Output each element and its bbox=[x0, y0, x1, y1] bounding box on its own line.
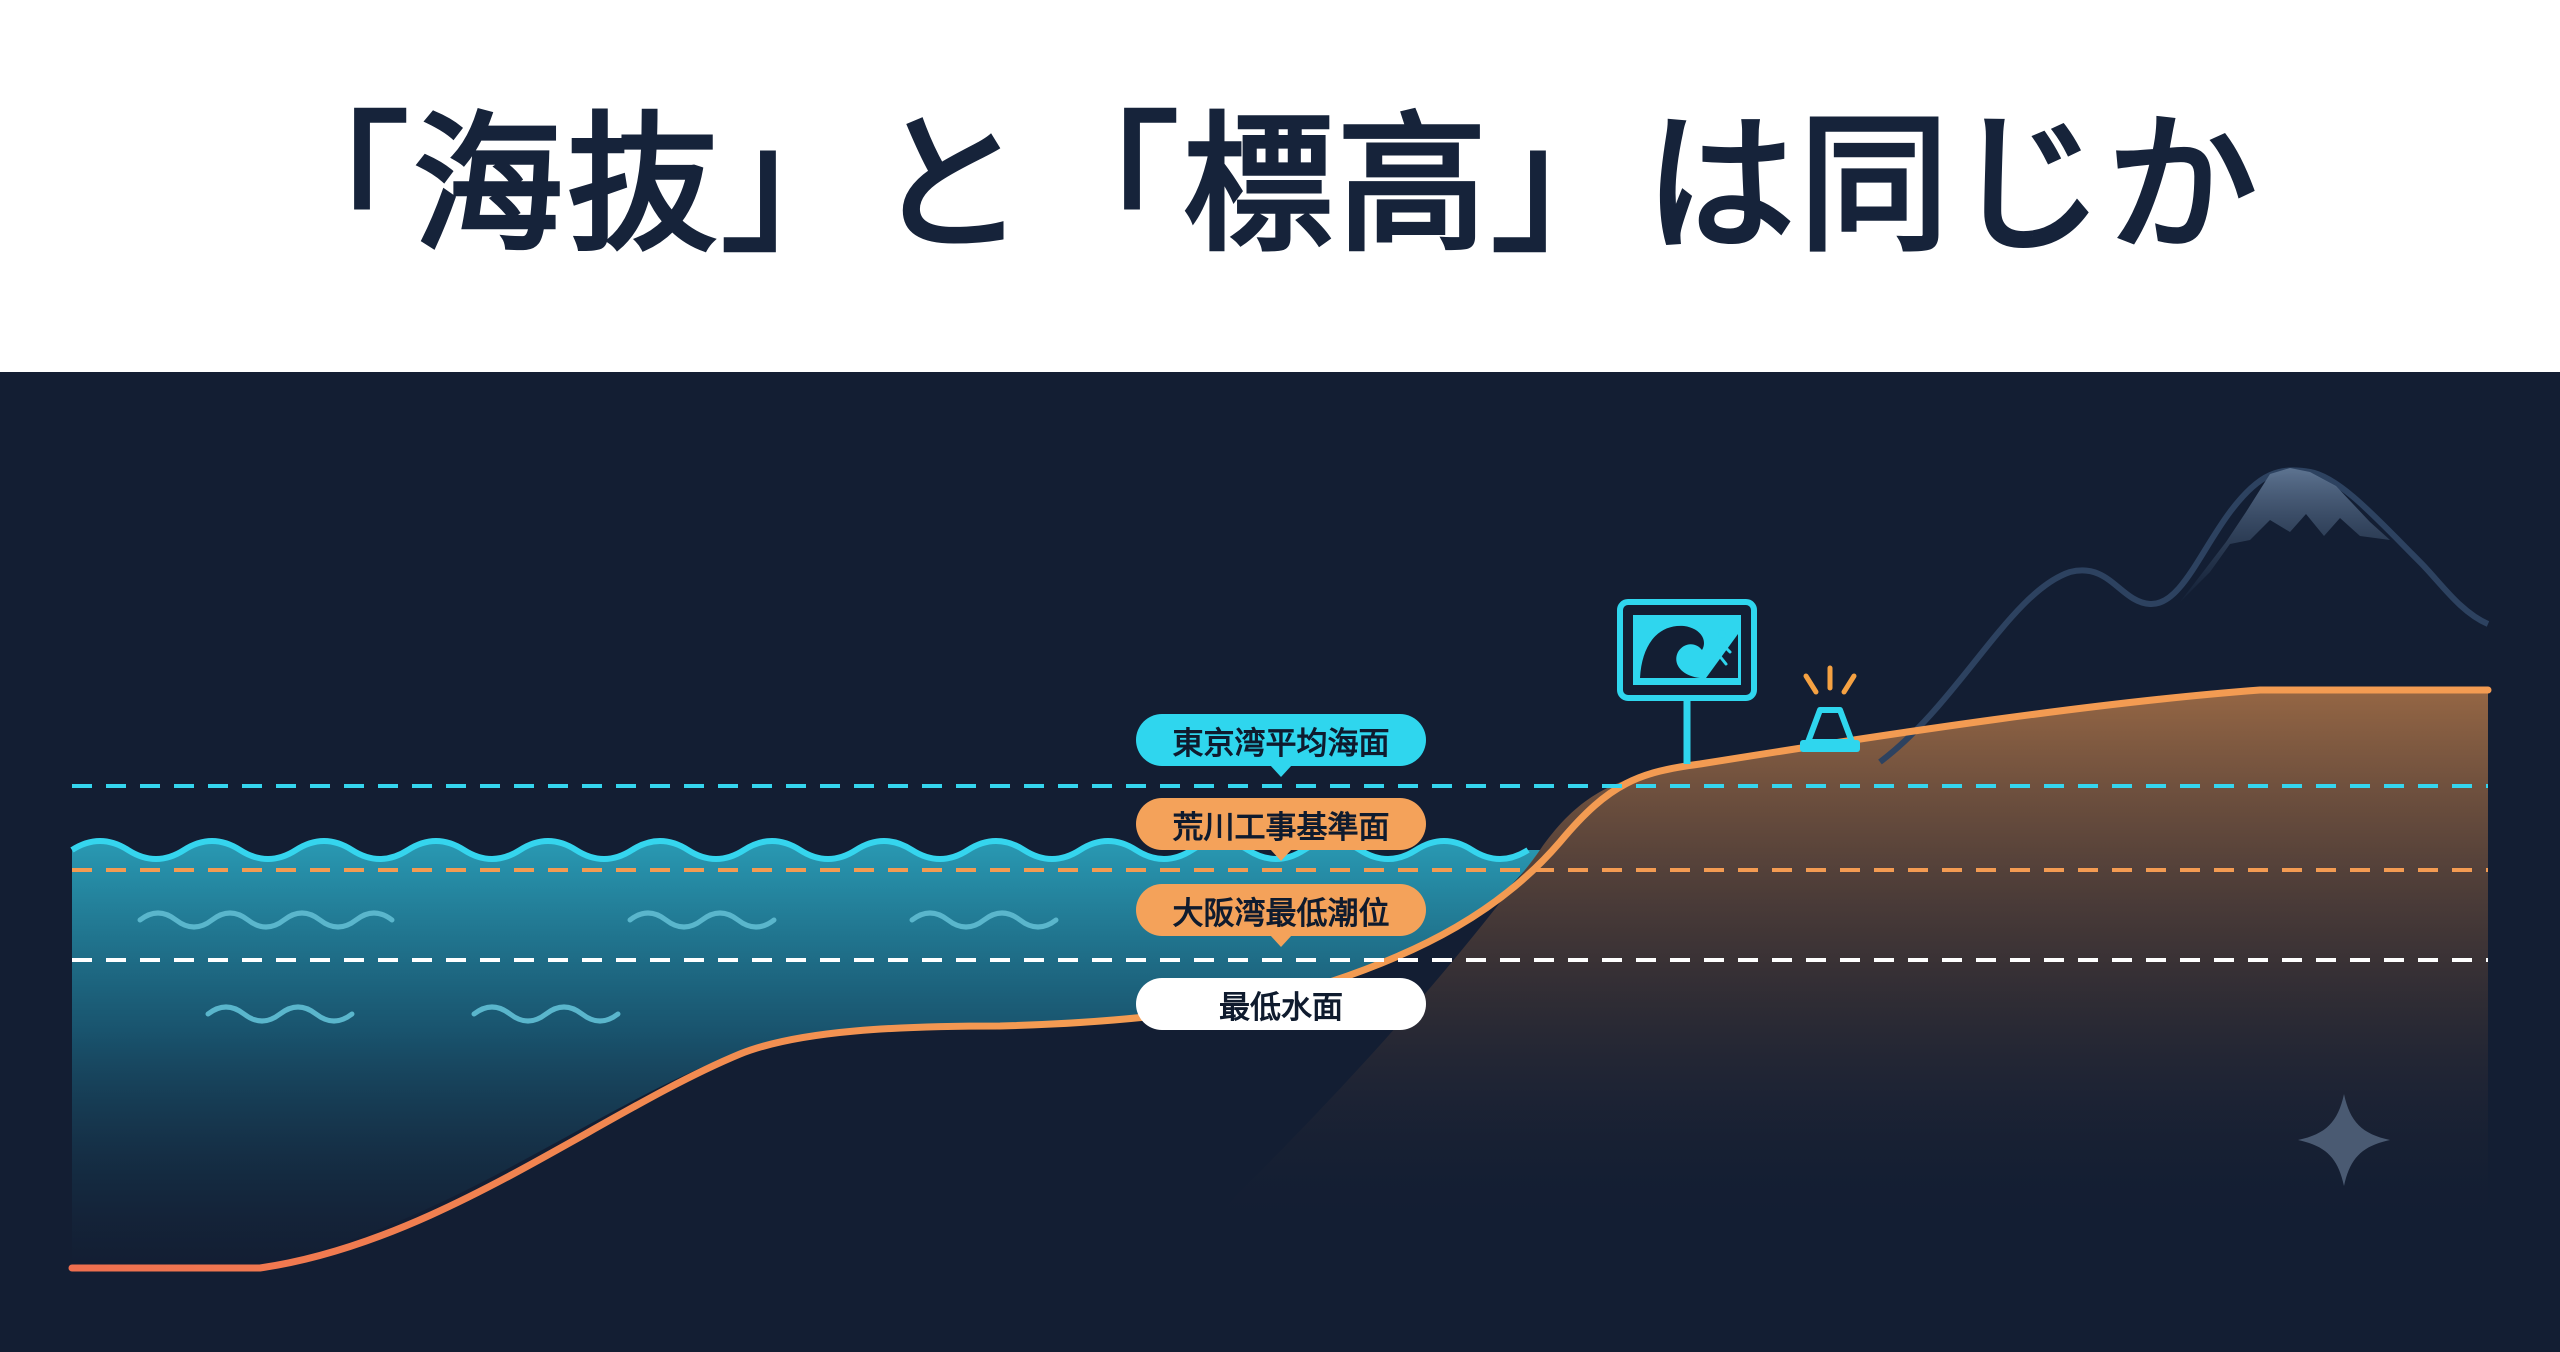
datum-label-lowest-water-level: 最低水面 bbox=[1136, 978, 1426, 1030]
header: 「海抜」と「標高」は同じか bbox=[0, 0, 2560, 372]
datum-label-osaka-bay-lowest-tide: 大阪湾最低潮位 bbox=[1136, 884, 1426, 947]
sea-body bbox=[72, 841, 1540, 1264]
mountain-icon bbox=[1878, 467, 2490, 765]
wavelets bbox=[137, 910, 1059, 1024]
warning-beacon-icon bbox=[1800, 665, 1860, 752]
datum-label-arakawa-construction-datum: 荒川工事基準面 bbox=[1136, 798, 1426, 861]
datum-label-tokyo-bay-mean-sea-level: 東京湾平均海面 bbox=[1136, 714, 1426, 777]
sparkle-icon bbox=[2298, 1094, 2390, 1186]
diagram-svg bbox=[68, 467, 2492, 1272]
tsunami-evacuation-sign-icon bbox=[1617, 599, 1757, 764]
elevation-diagram: 東京湾平均海面 荒川工事基準面 大阪湾最低潮位 最低水面 bbox=[0, 372, 2560, 1352]
page-title: 「海抜」と「標高」は同じか bbox=[258, 99, 2261, 273]
